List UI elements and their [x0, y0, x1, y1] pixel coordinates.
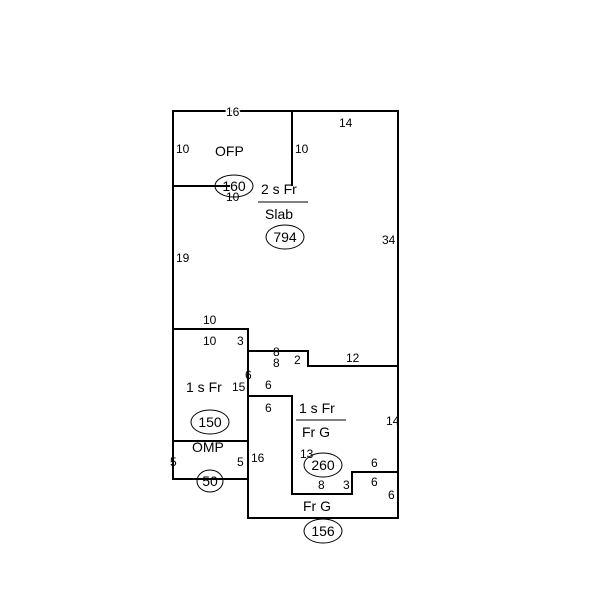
garage-area-oval: [303, 452, 343, 478]
dim-notch-top: 8: [273, 345, 280, 359]
garage-area: 260: [311, 457, 335, 473]
upper-type-label: 2 s Fr: [261, 181, 297, 197]
dim-step-r-under: 6: [371, 475, 378, 489]
fr-g-area-oval: [303, 518, 343, 544]
dim-notch-vert: 2: [294, 353, 301, 367]
ofp-area: 160: [222, 178, 246, 194]
dim-shelf-under: 6: [265, 401, 272, 415]
fr-g-label: Fr G: [303, 498, 331, 514]
garage-type-label: 1 s Fr: [299, 400, 335, 416]
garage-boundary: [248, 395, 398, 495]
omp-area-oval: [196, 469, 224, 493]
dim-step-r-top: 6: [371, 456, 378, 470]
dim-vert-16: 16: [251, 451, 265, 465]
lower-type-label: 1 s Fr: [186, 379, 222, 395]
main-area: 794: [273, 229, 297, 245]
dim-ofp-left: 10: [176, 142, 190, 156]
upper-lower-split: [173, 328, 398, 367]
dim-notch-under: 8: [273, 356, 280, 370]
omp-area: 50: [202, 473, 218, 489]
dim-garage-8: 8: [318, 478, 325, 492]
dim-right-lower: 14: [386, 414, 400, 428]
dim-top-right: 14: [339, 116, 353, 130]
dim-inner-15: 15: [232, 380, 246, 394]
dim-inner-6: 6: [245, 368, 252, 382]
lower-area-oval: [190, 409, 230, 435]
dim-step-under: 10: [203, 334, 217, 348]
main-area-oval: [265, 224, 305, 250]
dim-top-left: 16: [226, 105, 240, 119]
outer-perimeter: [172, 110, 399, 519]
dim-under-ofp: 10: [226, 190, 240, 204]
omp-label: OMP: [192, 439, 224, 455]
dim-ledge: 12: [346, 351, 360, 365]
ofp-label: OFP: [215, 143, 244, 159]
dim-omp-right: 5: [237, 455, 244, 469]
dim-garage-13: 13: [300, 447, 314, 461]
dim-step-vert: 3: [237, 334, 244, 348]
dim-ofp-right: 10: [295, 142, 309, 156]
dim-left-upper: 19: [176, 251, 190, 265]
garage-base-label: Fr G: [302, 424, 330, 440]
dim-garage-3: 3: [343, 478, 350, 492]
dim-omp-left: 5: [170, 455, 177, 469]
upper-base-label: Slab: [265, 206, 293, 222]
lower-area: 150: [198, 414, 222, 430]
dim-step-top: 10: [203, 313, 217, 327]
dim-right-upper: 34: [382, 233, 396, 247]
dim-shelf-top: 6: [265, 378, 272, 392]
fr-g-area: 156: [311, 523, 335, 539]
ofp-area-oval: [214, 174, 254, 198]
dim-right-bottom: 6: [388, 488, 395, 502]
